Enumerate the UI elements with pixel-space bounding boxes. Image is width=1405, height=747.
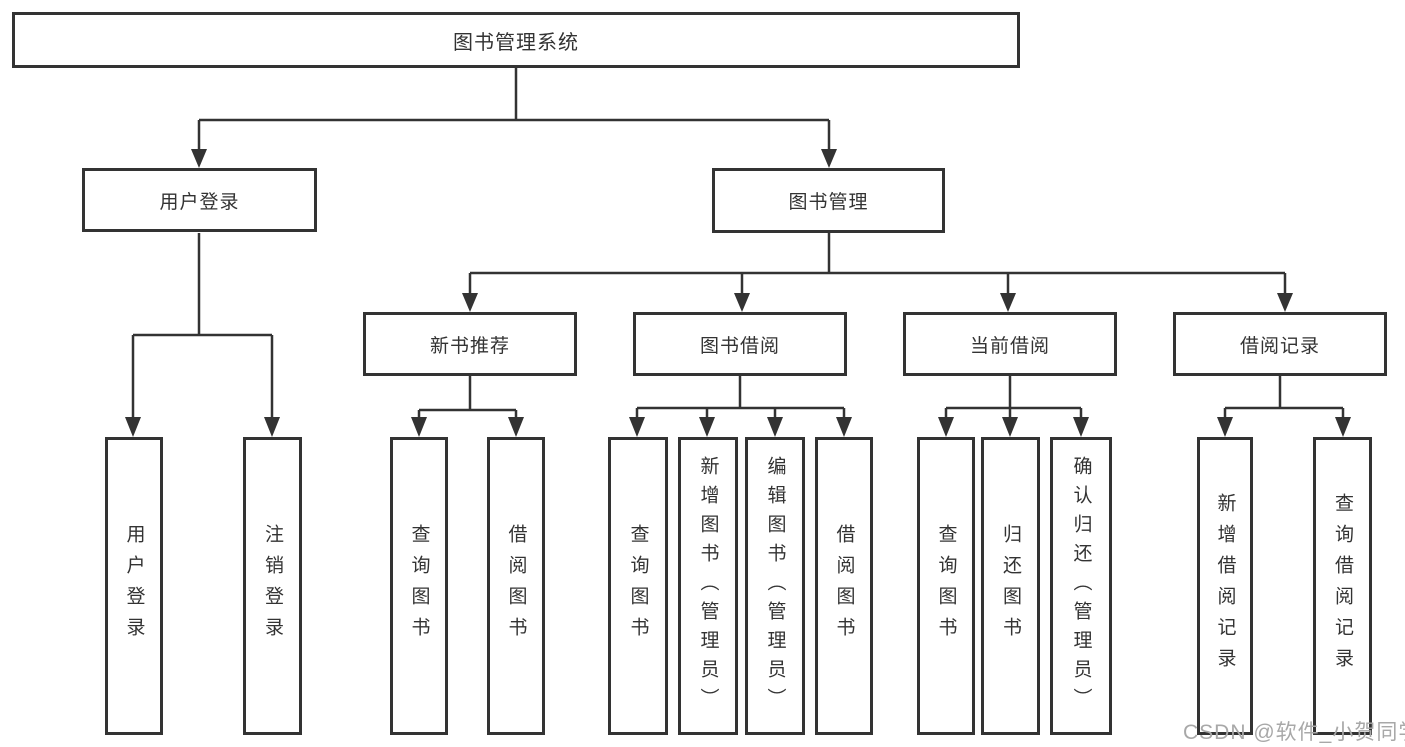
node-leaf-query-borrow-record: 查询借阅记录: [1313, 437, 1372, 735]
node-leaf-query-books-3: 查询图书: [917, 437, 975, 735]
node-book-borrowing-label: 图书借阅: [699, 335, 780, 357]
node-borrowing-records: 借阅记录: [1173, 312, 1387, 376]
node-book-management: 图书管理: [712, 168, 945, 233]
node-leaf-borrow-books-1: 借阅图书: [487, 437, 545, 735]
node-leaf-add-borrow-record: 新增借阅记录: [1197, 437, 1253, 735]
node-leaf-query-books-2-label: 查询图书: [627, 524, 649, 648]
node-leaf-user-login: 用户登录: [105, 437, 163, 735]
node-leaf-edit-books-admin: 编辑图书（管理员）: [745, 437, 805, 735]
node-new-book-recommend-label: 新书推荐: [429, 335, 510, 357]
node-leaf-return-books-label: 归还图书: [1000, 524, 1021, 648]
node-book-borrowing: 图书借阅: [633, 312, 847, 376]
node-leaf-borrow-books-2-label: 借阅图书: [833, 524, 855, 648]
node-user-login-label: 用户登录: [159, 191, 240, 213]
node-current-borrowing: 当前借阅: [903, 312, 1117, 376]
node-book-management-label: 图书管理: [788, 192, 869, 213]
node-leaf-borrow-books-1-label: 借阅图书: [505, 524, 527, 648]
node-leaf-user-login-label: 用户登录: [123, 524, 145, 648]
node-new-book-recommend: 新书推荐: [363, 312, 577, 376]
node-leaf-add-borrow-record-label: 新增借阅记录: [1214, 493, 1236, 679]
node-leaf-logout-label: 注销登录: [262, 524, 283, 648]
watermark: CSDN @软件_小贺同学: [1183, 721, 1405, 744]
node-library-system-label: 图书管理系统: [453, 31, 579, 54]
node-leaf-edit-books-admin-label: 编辑图书（管理员）: [764, 455, 786, 717]
node-leaf-query-books-2: 查询图书: [608, 437, 668, 735]
node-library-system: 图书管理系统: [12, 12, 1020, 68]
node-leaf-confirm-return-admin: 确认归还（管理员）: [1050, 437, 1112, 735]
node-leaf-borrow-books-2: 借阅图书: [815, 437, 873, 735]
node-leaf-return-books: 归还图书: [981, 437, 1040, 735]
node-leaf-query-books-1: 查询图书: [390, 437, 448, 735]
node-leaf-query-books-1-label: 查询图书: [408, 524, 430, 648]
node-leaf-query-borrow-record-label: 查询借阅记录: [1332, 493, 1353, 679]
node-user-login: 用户登录: [82, 168, 317, 232]
node-leaf-logout: 注销登录: [243, 437, 302, 735]
node-leaf-query-books-3-label: 查询图书: [935, 524, 957, 648]
node-leaf-confirm-return-admin-label: 确认归还（管理员）: [1070, 455, 1092, 717]
node-borrowing-records-label: 借阅记录: [1239, 335, 1320, 357]
node-leaf-add-books-admin-label: 新增图书（管理员）: [697, 455, 719, 717]
node-leaf-add-books-admin: 新增图书（管理员）: [678, 437, 738, 735]
node-current-borrowing-label: 当前借阅: [969, 335, 1050, 357]
